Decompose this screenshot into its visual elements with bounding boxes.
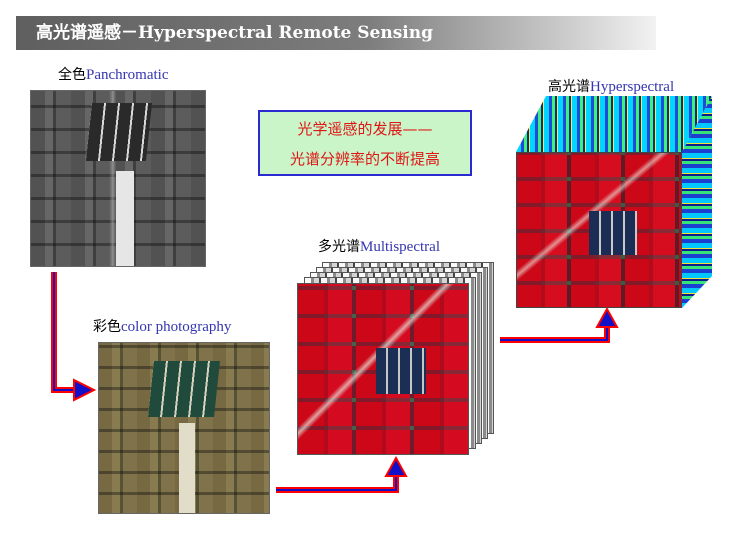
color-photo-image (98, 342, 270, 514)
panchromatic-image (30, 90, 206, 267)
multispectral-image (297, 283, 469, 455)
arrow-pan-to-color (51, 272, 97, 402)
hyperspectral-label-zh: 高光谱 (548, 79, 590, 95)
hyperspectral-label: 高光谱Hyperspectral (548, 76, 674, 96)
arrow-multispectral-to-hyperspectral (500, 306, 619, 343)
color-photo-label-en: color photography (121, 319, 232, 335)
panchromatic-label-zh: 全色 (58, 67, 86, 83)
slide-title: 高光谱遥感－Hyperspectral Remote Sensing (16, 16, 656, 50)
hyperspectral-image (516, 152, 682, 308)
pond-grid (589, 211, 637, 255)
color-photo-label-zh: 彩色 (93, 319, 121, 335)
arrow-color-to-multispectral (276, 455, 408, 493)
pond-grid (376, 348, 426, 394)
development-callout: 光学遥感的发展—— 光谱分辨率的不断提高 (258, 110, 472, 176)
road-strip (116, 171, 134, 266)
color-photo-label: 彩色color photography (93, 316, 231, 336)
hyperspectral-cube-top (516, 96, 712, 152)
multispectral-label: 多光谱Multispectral (318, 236, 440, 256)
callout-line-1: 光学遥感的发展—— (297, 120, 433, 138)
hyperspectral-label-en: Hyperspectral (590, 79, 675, 95)
multispectral-label-en: Multispectral (360, 239, 440, 255)
panchromatic-label: 全色Panchromatic (58, 64, 168, 84)
multispectral-label-zh: 多光谱 (318, 239, 360, 255)
callout-line-2: 光谱分辨率的不断提高 (289, 150, 440, 168)
panchromatic-label-en: Panchromatic (86, 67, 169, 83)
road-strip (179, 423, 195, 513)
